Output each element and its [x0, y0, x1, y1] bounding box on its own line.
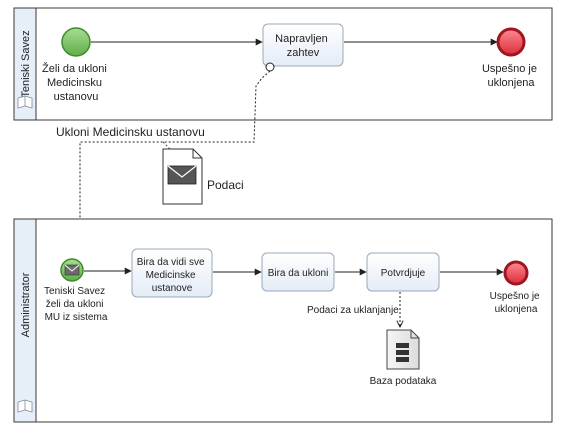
message-start-event[interactable]	[60, 258, 84, 282]
message-start-event-label: Teniski Savez želi da ukloni MU iz siste…	[44, 286, 108, 323]
task-bira-da-vidi-sve[interactable]: Bira da vidi sve Medicinske ustanove	[131, 248, 213, 298]
task-potvrdjuje[interactable]: Potvrdjuje	[366, 252, 440, 292]
book-icon	[17, 95, 33, 109]
message-flow-label: Ukloni Medicinsku ustanovu	[56, 125, 205, 139]
end-event-label: Uspešno je uklonjena	[482, 63, 540, 89]
message-label: Podaci	[207, 178, 244, 192]
task-label: Potvrdjuje	[381, 268, 426, 279]
data-association-label: Podaci za uklanjanje	[307, 305, 399, 316]
book-icon	[17, 399, 33, 413]
message-flow	[80, 70, 271, 246]
database-icon[interactable]	[386, 329, 420, 370]
end-event[interactable]	[496, 27, 526, 57]
message-attachment-point	[265, 62, 275, 72]
end-event-label: Uspešno je uklonjena	[490, 291, 543, 315]
start-event[interactable]	[61, 27, 91, 57]
envelope-icon	[64, 264, 80, 276]
task-bira-da-ukloni[interactable]: Bira da ukloni	[261, 252, 335, 292]
task-label: Bira da vidi sve Medicinske ustanove	[137, 257, 208, 294]
data-store-label: Baza podataka	[370, 376, 437, 387]
pool-label: Administrator	[20, 272, 32, 337]
message-association	[162, 141, 171, 150]
task-label: Bira da ukloni	[268, 268, 329, 279]
start-event-label: Želi da ukloni Medicinsku ustanovu	[42, 62, 110, 103]
pool-label: Teniski Savez	[20, 30, 32, 97]
task-napravljen-zahtev[interactable]: Napravljen zahtev	[262, 23, 344, 67]
end-event[interactable]	[503, 260, 529, 286]
envelope-icon[interactable]	[162, 148, 203, 205]
task-label: Napravljen zahtev	[275, 33, 331, 59]
